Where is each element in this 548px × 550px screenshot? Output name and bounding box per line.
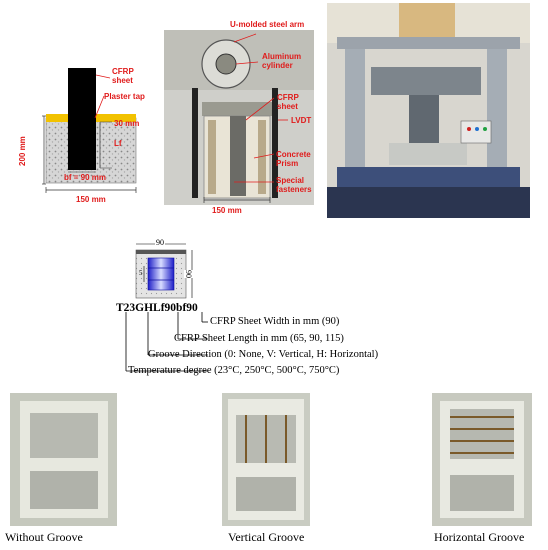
legend-groove-direction: Groove Direction (0: None, V: Vertical, … bbox=[148, 349, 379, 360]
caption-vertical-groove: Vertical Groove bbox=[228, 530, 305, 544]
label-150mm-b: 150 mm bbox=[212, 206, 242, 215]
label-30mm: 30 mm bbox=[114, 119, 140, 128]
photo-horizontal-groove bbox=[432, 393, 532, 526]
vertical-groove-illustration bbox=[222, 393, 310, 526]
dim-side-90: 90 bbox=[184, 270, 193, 278]
label-concrete-prism: Concrete Prism bbox=[276, 150, 311, 168]
caption-without-groove: Without Groove bbox=[5, 530, 83, 544]
label-cfrp-sheet: CFRP sheet bbox=[112, 67, 134, 85]
test-setup-photo bbox=[164, 30, 314, 205]
schematic-drawing bbox=[42, 68, 137, 193]
horizontal-groove-illustration bbox=[432, 393, 532, 526]
label-150mm-a: 150 mm bbox=[76, 195, 106, 204]
label-u-arm: U-molded steel arm bbox=[230, 20, 305, 29]
label-200mm: 200 mm bbox=[18, 136, 27, 166]
specimen-cross-section bbox=[135, 243, 193, 299]
specimen-code-diagram: 90 90 5 bbox=[110, 232, 230, 310]
specimen-code: T23GHLf90bf90 bbox=[116, 302, 198, 314]
legend-temperature: Temperature degree (23°C, 250°C, 500°C, … bbox=[128, 365, 340, 376]
label-cfrp-b: CFRP sheet bbox=[277, 93, 299, 111]
without-groove-illustration bbox=[10, 393, 117, 526]
machine-illustration bbox=[327, 3, 530, 218]
testing-machine-photo bbox=[327, 3, 530, 218]
cfrp-sheet bbox=[68, 68, 96, 170]
setup-illustration bbox=[164, 30, 314, 205]
label-bf: bf = 90 mm bbox=[64, 173, 107, 182]
photo-without-groove bbox=[10, 393, 117, 526]
legend-width: CFRP Sheet Width in mm (90) bbox=[210, 316, 340, 327]
label-special-fasteners: Special fasteners bbox=[276, 176, 312, 194]
photo-vertical-groove bbox=[222, 393, 310, 526]
label-lf: Lf bbox=[114, 139, 122, 148]
dim-s: 5 bbox=[139, 269, 143, 277]
schematic-panel: CFRP sheet Plaster tap 30 mm Lf 200 mm b… bbox=[0, 0, 160, 225]
code-connector-lines bbox=[125, 312, 208, 372]
label-plaster-tap: Plaster tap bbox=[104, 92, 145, 101]
legend-length: CFRP Sheet Length in mm (65, 90, 115) bbox=[174, 333, 344, 344]
label-lvdt: LVDT bbox=[291, 116, 312, 125]
label-aluminum-cylinder: Aluminum cylinder bbox=[262, 52, 302, 70]
dim-top-90: 90 bbox=[155, 238, 165, 247]
caption-horizontal-groove: Horizontal Groove bbox=[434, 530, 525, 544]
